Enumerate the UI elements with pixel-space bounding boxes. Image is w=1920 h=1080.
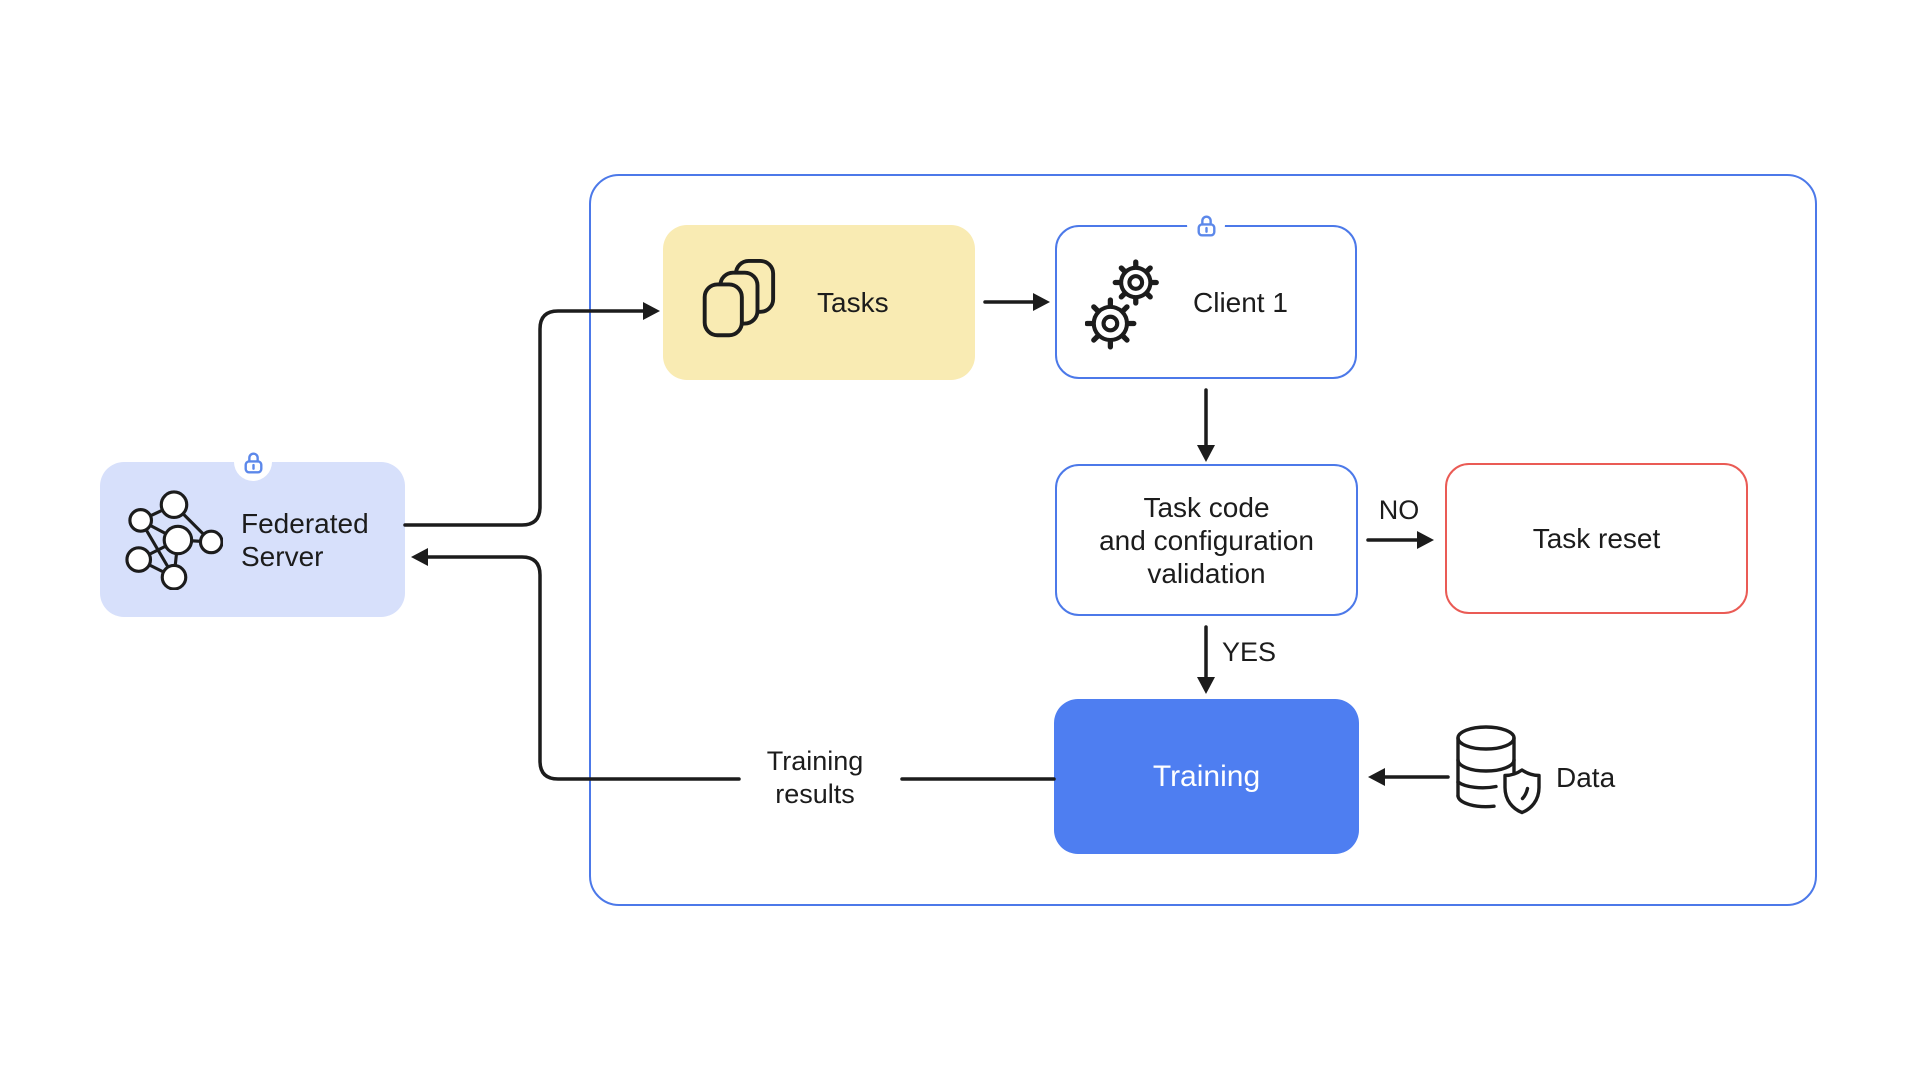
node-task-reset[interactable]: Task reset [1445, 463, 1748, 614]
node-tasks[interactable]: Tasks [663, 225, 975, 380]
validation-line1: Task code [1143, 491, 1270, 523]
training-label: Training [1152, 760, 1261, 793]
node-task-validation[interactable]: Task code and configuration validation [1055, 464, 1358, 616]
validation-line3: validation [1147, 557, 1266, 589]
client-boundary-frame [589, 174, 1817, 906]
neural-network-icon [125, 489, 223, 590]
tasks-label: Tasks [817, 287, 889, 318]
federated-server-line2: Server [241, 540, 324, 572]
task-validation-label: Task code and configuration validation [1099, 491, 1314, 590]
data-label: Data [1556, 762, 1616, 793]
client-lock-badge [1187, 206, 1225, 244]
federated-server-line1: Federated [241, 507, 369, 539]
edge-label-no: NO [1378, 495, 1420, 525]
node-federated-server[interactable]: Federated Server [100, 462, 405, 617]
training-results-line2: results [775, 779, 855, 809]
node-training[interactable]: Training [1054, 699, 1359, 854]
client-1-label: Client 1 [1193, 286, 1288, 318]
validation-line2: and configuration [1099, 524, 1314, 556]
edge-label-yes: YES [1222, 637, 1277, 667]
arrowhead-into-server [411, 548, 428, 566]
lock-icon [1197, 215, 1215, 237]
federated-server-label: Federated Server [241, 507, 369, 573]
training-results-line1: Training [766, 746, 864, 776]
node-client-1[interactable]: Client 1 [1055, 225, 1357, 379]
task-reset-label: Task reset [1532, 523, 1661, 554]
gears-icon [1085, 253, 1167, 351]
server-lock-badge [234, 443, 272, 481]
stacked-cards-icon [691, 258, 779, 347]
database-shield-icon [1448, 722, 1548, 831]
edge-label-training-results: Training results [715, 745, 915, 811]
lock-icon [244, 452, 262, 474]
